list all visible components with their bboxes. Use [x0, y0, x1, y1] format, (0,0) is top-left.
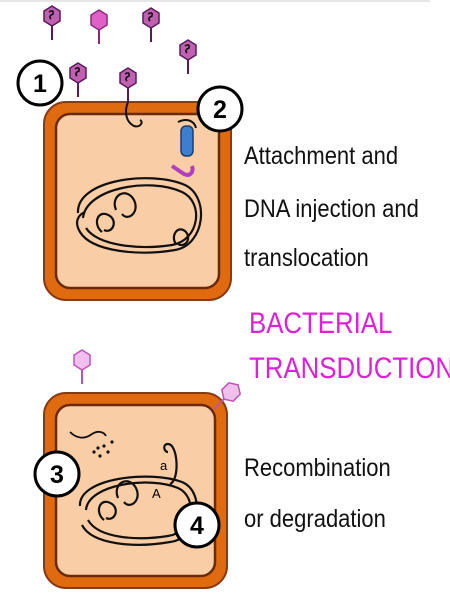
- step-3-badge: 3: [33, 450, 81, 498]
- attachment-caption-line-2: DNA injection and: [244, 195, 419, 223]
- attachment-caption-line-3: translocation: [244, 244, 369, 272]
- injecting-phage: [119, 67, 137, 103]
- empty-phage-1: [73, 349, 91, 385]
- step-2-badge: 2: [196, 85, 244, 133]
- free-phage-1: [43, 5, 61, 41]
- recombination-caption-line-2: or degradation: [244, 505, 386, 533]
- degraded-dna-fragment: [69, 430, 107, 439]
- step-1-badge: 1: [16, 59, 64, 107]
- diagram-title-line-1: BACTERIAL: [249, 307, 393, 340]
- step-1-number: 1: [33, 70, 47, 98]
- diagram-title-line-2: TRANSDUCTION: [249, 352, 450, 385]
- allele-upper-label: A: [152, 486, 161, 501]
- top-bacterial-cell: [43, 101, 232, 301]
- free-phage-2: [90, 9, 108, 45]
- step-2-number: 2: [213, 96, 227, 124]
- top-border-line: [0, 0, 430, 2]
- step-3-number: 3: [50, 461, 64, 489]
- step-4-badge: 4: [173, 501, 221, 549]
- free-phage-4: [179, 39, 197, 75]
- step-4-number: 4: [190, 512, 204, 540]
- injected-dna-strand: [125, 101, 143, 128]
- attachment-caption-line-1: Attachment and: [244, 142, 399, 170]
- allele-lower-label: a: [160, 458, 168, 473]
- translocation-complex: [170, 119, 197, 177]
- attached-phage-1: [69, 62, 87, 98]
- top-chromosome-loop: [76, 177, 203, 254]
- free-phage-3: [142, 7, 160, 43]
- degraded-dna-dots: [92, 440, 114, 458]
- recombination-caption-line-1: Recombination: [244, 454, 391, 482]
